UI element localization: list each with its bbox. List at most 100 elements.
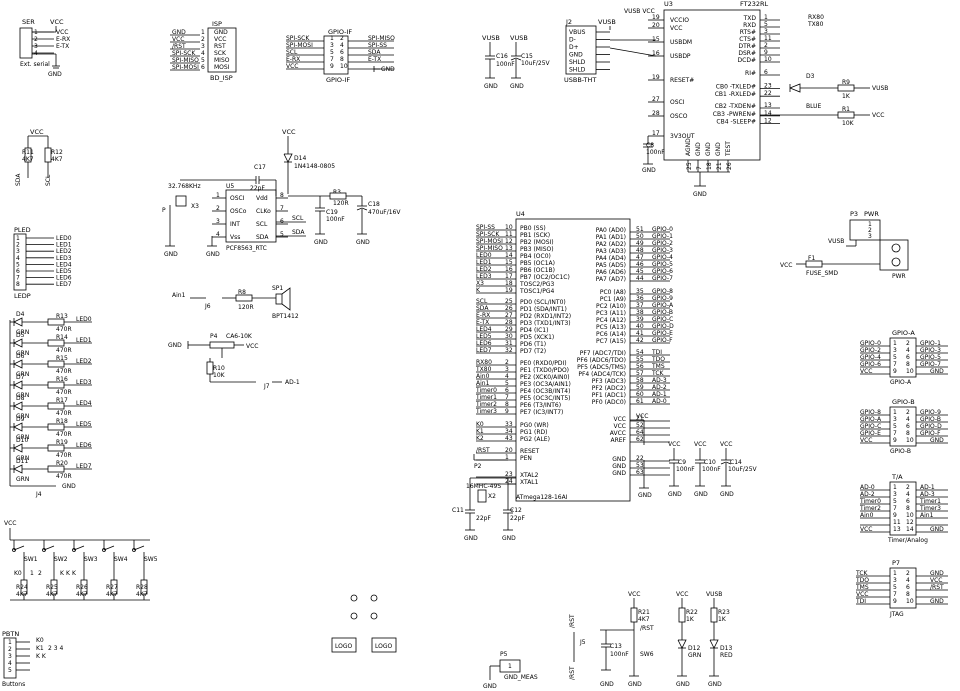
mcu-right-pin-name: PF6 (ADC6/TDO) bbox=[577, 357, 626, 364]
reset-rst-vert: /RST bbox=[569, 614, 576, 628]
r12-val: 4K7 bbox=[51, 156, 63, 163]
x2-ref: X2 bbox=[488, 493, 496, 500]
gpio-b-pin-left: 9 bbox=[893, 437, 897, 444]
pled-pin-net: LED5 bbox=[56, 268, 72, 275]
ftdi-part: FT232RL bbox=[740, 0, 769, 8]
decap-gnd: GND bbox=[720, 491, 734, 498]
jtag-pin-left: 3 bbox=[893, 577, 897, 584]
led-res-ref: R19 bbox=[56, 439, 68, 446]
mcu-left-pin-num: 43 bbox=[505, 435, 513, 442]
audio-ad1: AD-1 bbox=[285, 379, 300, 386]
ser-pin-num: 2 bbox=[34, 36, 38, 43]
decap-vcc: VCC bbox=[694, 441, 706, 448]
mcu-left-pin-name: PD2 (RXD1/INT2) bbox=[520, 313, 571, 320]
gpio-if-left-net: SPI-SCK bbox=[286, 35, 310, 42]
r21-ref: R21 bbox=[638, 609, 650, 616]
c13-val: 100nF bbox=[610, 651, 629, 658]
ftdi-right-pin-num: 2 bbox=[764, 42, 768, 49]
mcu-right-pin-name: PC4 (A12) bbox=[596, 317, 626, 324]
mcu-right-pin-num: 47 bbox=[636, 254, 644, 261]
usb-power-caps: VUSB C16 100nF VUSB C15 10uF/25V GND GND bbox=[482, 34, 551, 90]
d12-vcc: VCC bbox=[676, 591, 688, 598]
jtag-pin-right: 8 bbox=[906, 591, 910, 598]
isp-pin-num: 6 bbox=[201, 64, 205, 71]
timer-analog-pin-right: 6 bbox=[906, 498, 910, 505]
button-res-val: 4K7 bbox=[106, 591, 118, 598]
mcu-left-net: RX80 bbox=[476, 359, 492, 366]
led-res-ref: R20 bbox=[56, 460, 68, 467]
mcu-left-pin-num: 29 bbox=[505, 326, 513, 333]
btn-k0: K0 bbox=[14, 570, 22, 577]
mcu-right-pin-num: 55 bbox=[636, 356, 644, 363]
reset-block: /RST J5 /RST C13 100nF SW6 VCC R21 4K7 /… bbox=[569, 591, 733, 688]
sw6-gnd: GND bbox=[628, 681, 642, 688]
pbtn-pin-num: 2 bbox=[8, 646, 12, 653]
d12-color: GRN bbox=[688, 652, 701, 659]
gpio-b-ref: GPIO-B bbox=[892, 398, 915, 406]
mcu-left-pin-num: 25 bbox=[505, 298, 513, 305]
p4-val: CA6-10K bbox=[226, 333, 253, 340]
rtc-part: PCF8563_RTC bbox=[226, 245, 267, 252]
c15-ref: C15 bbox=[521, 53, 533, 60]
ftdi-right-pin-name: RXD bbox=[743, 22, 756, 29]
ftdi-left-pin-num: 20 bbox=[652, 22, 660, 29]
ftdi-right-pin-num: 22 bbox=[764, 90, 772, 97]
mcu-left-pin-num: 23 bbox=[505, 471, 513, 478]
decap-val: 10uF/25V bbox=[728, 466, 758, 473]
ftdi-bottom-pin-name: GND bbox=[715, 142, 722, 156]
mcu-left-pin-name: PE2 (XCK0/AIN0) bbox=[520, 374, 570, 381]
mcu-left-pin-num: 28 bbox=[505, 319, 513, 326]
rtc-gnd2: GND bbox=[206, 251, 220, 258]
timer-analog-pin-left: 5 bbox=[893, 498, 897, 505]
led-res-ref: R13 bbox=[56, 313, 68, 320]
gpio-if-right-net: SPI-MISO bbox=[368, 35, 395, 42]
mcu-left-pin-name: PD7 (T2) bbox=[520, 348, 546, 355]
ftdi-ref: U3 bbox=[664, 0, 673, 8]
decap-val: 100nF bbox=[676, 466, 695, 473]
mcu-left-pin-num: 6 bbox=[505, 387, 509, 394]
gpio-b-pin-left: 5 bbox=[893, 423, 897, 430]
led-res-ref: R17 bbox=[56, 397, 68, 404]
r10-val: 10K bbox=[213, 372, 226, 379]
decap-ref: C9 bbox=[678, 459, 686, 466]
led-res-val: 470R bbox=[56, 389, 72, 396]
mcu-left-pin-name: PD6 (T1) bbox=[520, 341, 546, 348]
mcu-right-pin-num: 51 bbox=[636, 226, 644, 233]
ftdi-left-pin-num: 19 bbox=[652, 74, 660, 81]
mcu-left-pin-name: RESET bbox=[520, 448, 540, 455]
pled-pin-num: 7 bbox=[16, 275, 20, 282]
mcu-right-pin-name: AVCC bbox=[610, 430, 626, 437]
mcu-left-net: TX80 bbox=[475, 366, 492, 373]
pled-pin-net: LED0 bbox=[56, 235, 72, 242]
gpio-if-left-net: SPI-MOSI bbox=[286, 42, 313, 49]
ftdi-top-net: VUSB VCC bbox=[624, 8, 655, 15]
jtag-right-net: /RST bbox=[930, 584, 944, 591]
timer-analog-pin-left: 9 bbox=[893, 512, 897, 519]
mcu-left-pin-name: PD4 (IC1) bbox=[520, 327, 548, 334]
mcu-left-pin-num: 10 bbox=[505, 224, 513, 231]
mcu-left-pin-name: PE0 (RXD0/PDI) bbox=[520, 360, 567, 367]
mcu-left-net: K0 bbox=[476, 421, 484, 428]
gpio-a-pin-left: 3 bbox=[893, 347, 897, 354]
timer-analog-left-net: Ain0 bbox=[860, 512, 874, 519]
ftdi-right-pin-num: 3 bbox=[764, 28, 768, 35]
mcu-right-pin-name: PC6 (A14) bbox=[596, 331, 626, 338]
mcu-left-net: LED1 bbox=[476, 259, 492, 266]
mcu-right-net: GPIO-1 bbox=[652, 233, 673, 240]
c19-ref: C19 bbox=[326, 209, 338, 216]
rtc-p: P bbox=[162, 207, 166, 214]
gpio-a-right-net: GPIO-7 bbox=[920, 361, 941, 368]
mcu-left-pin-num: 34 bbox=[505, 428, 513, 435]
ser-pin-net: E-RX bbox=[56, 36, 70, 43]
ftdi-right-pin-name: TXD bbox=[743, 15, 757, 22]
f1-ref: F1 bbox=[808, 255, 815, 262]
gpio-b-left-net: GPIO-A bbox=[860, 416, 882, 423]
ftdi-left-pin-name: OSCO bbox=[670, 113, 688, 120]
c16-val: 100nF bbox=[496, 61, 515, 68]
mcu-left-pin-name: PD0 (SCL/INT0) bbox=[520, 299, 566, 306]
mcu-right-pin-name: PF7 (ADC7/TDI) bbox=[580, 350, 626, 357]
btn-1: 1 bbox=[30, 570, 34, 577]
